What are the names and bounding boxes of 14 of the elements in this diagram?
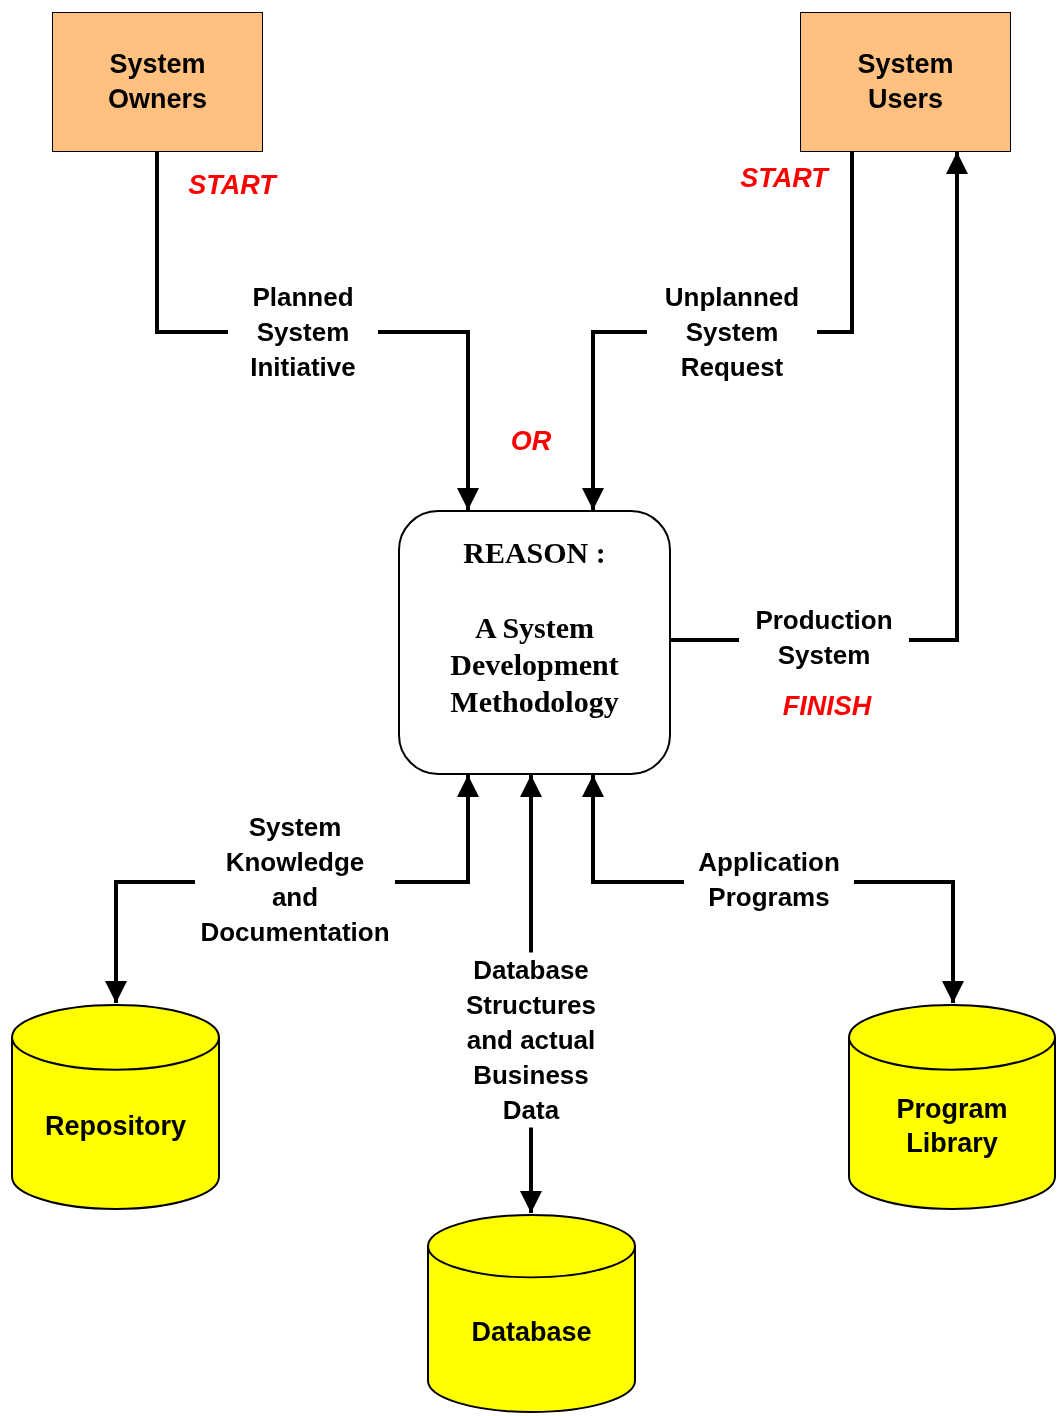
process-heading: REASON :: [462, 535, 607, 571]
entity-box: [800, 12, 1011, 152]
process-box: [398, 510, 671, 775]
entity-box: [52, 12, 263, 152]
flow-note: START: [188, 168, 276, 202]
flow-note: FINISH: [782, 689, 872, 723]
store-label: Database: [470, 1316, 593, 1350]
entity-label: System Users: [856, 48, 955, 116]
flow-note: OR: [510, 424, 552, 458]
store-label: Program Library: [895, 1092, 1009, 1160]
process-text: A System Development Methodology: [449, 610, 620, 720]
entity-label: System Owners: [106, 48, 208, 116]
flow-note: START: [740, 161, 828, 195]
store-label: Repository: [44, 1109, 187, 1143]
